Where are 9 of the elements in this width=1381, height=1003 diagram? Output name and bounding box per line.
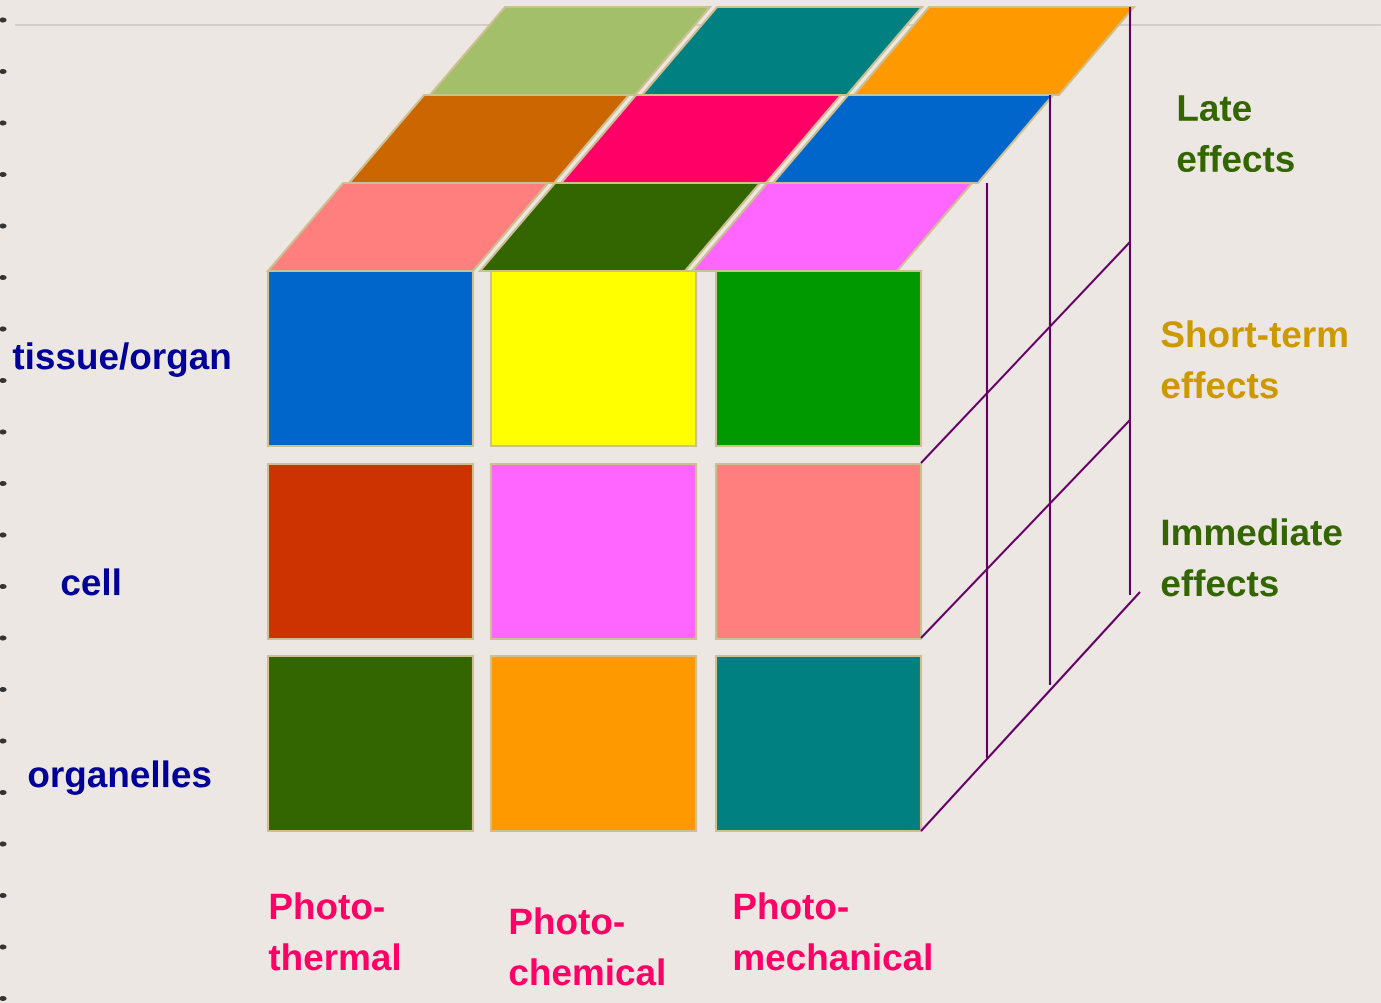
axis-label: Photo- mechanical bbox=[734, 892, 931, 971]
axis-label: tissue/organ bbox=[12, 342, 230, 377]
axis-label: Immediate effects bbox=[1161, 518, 1342, 597]
axis-label: Photo- thermal bbox=[268, 892, 400, 971]
axis-label: Photo- chemical bbox=[509, 907, 664, 986]
axis-label: Late effects bbox=[1177, 95, 1294, 173]
axis-label: cell bbox=[61, 568, 120, 596]
axis-label: organelles bbox=[28, 760, 211, 795]
axis-label: Short-term effects bbox=[1161, 320, 1347, 399]
